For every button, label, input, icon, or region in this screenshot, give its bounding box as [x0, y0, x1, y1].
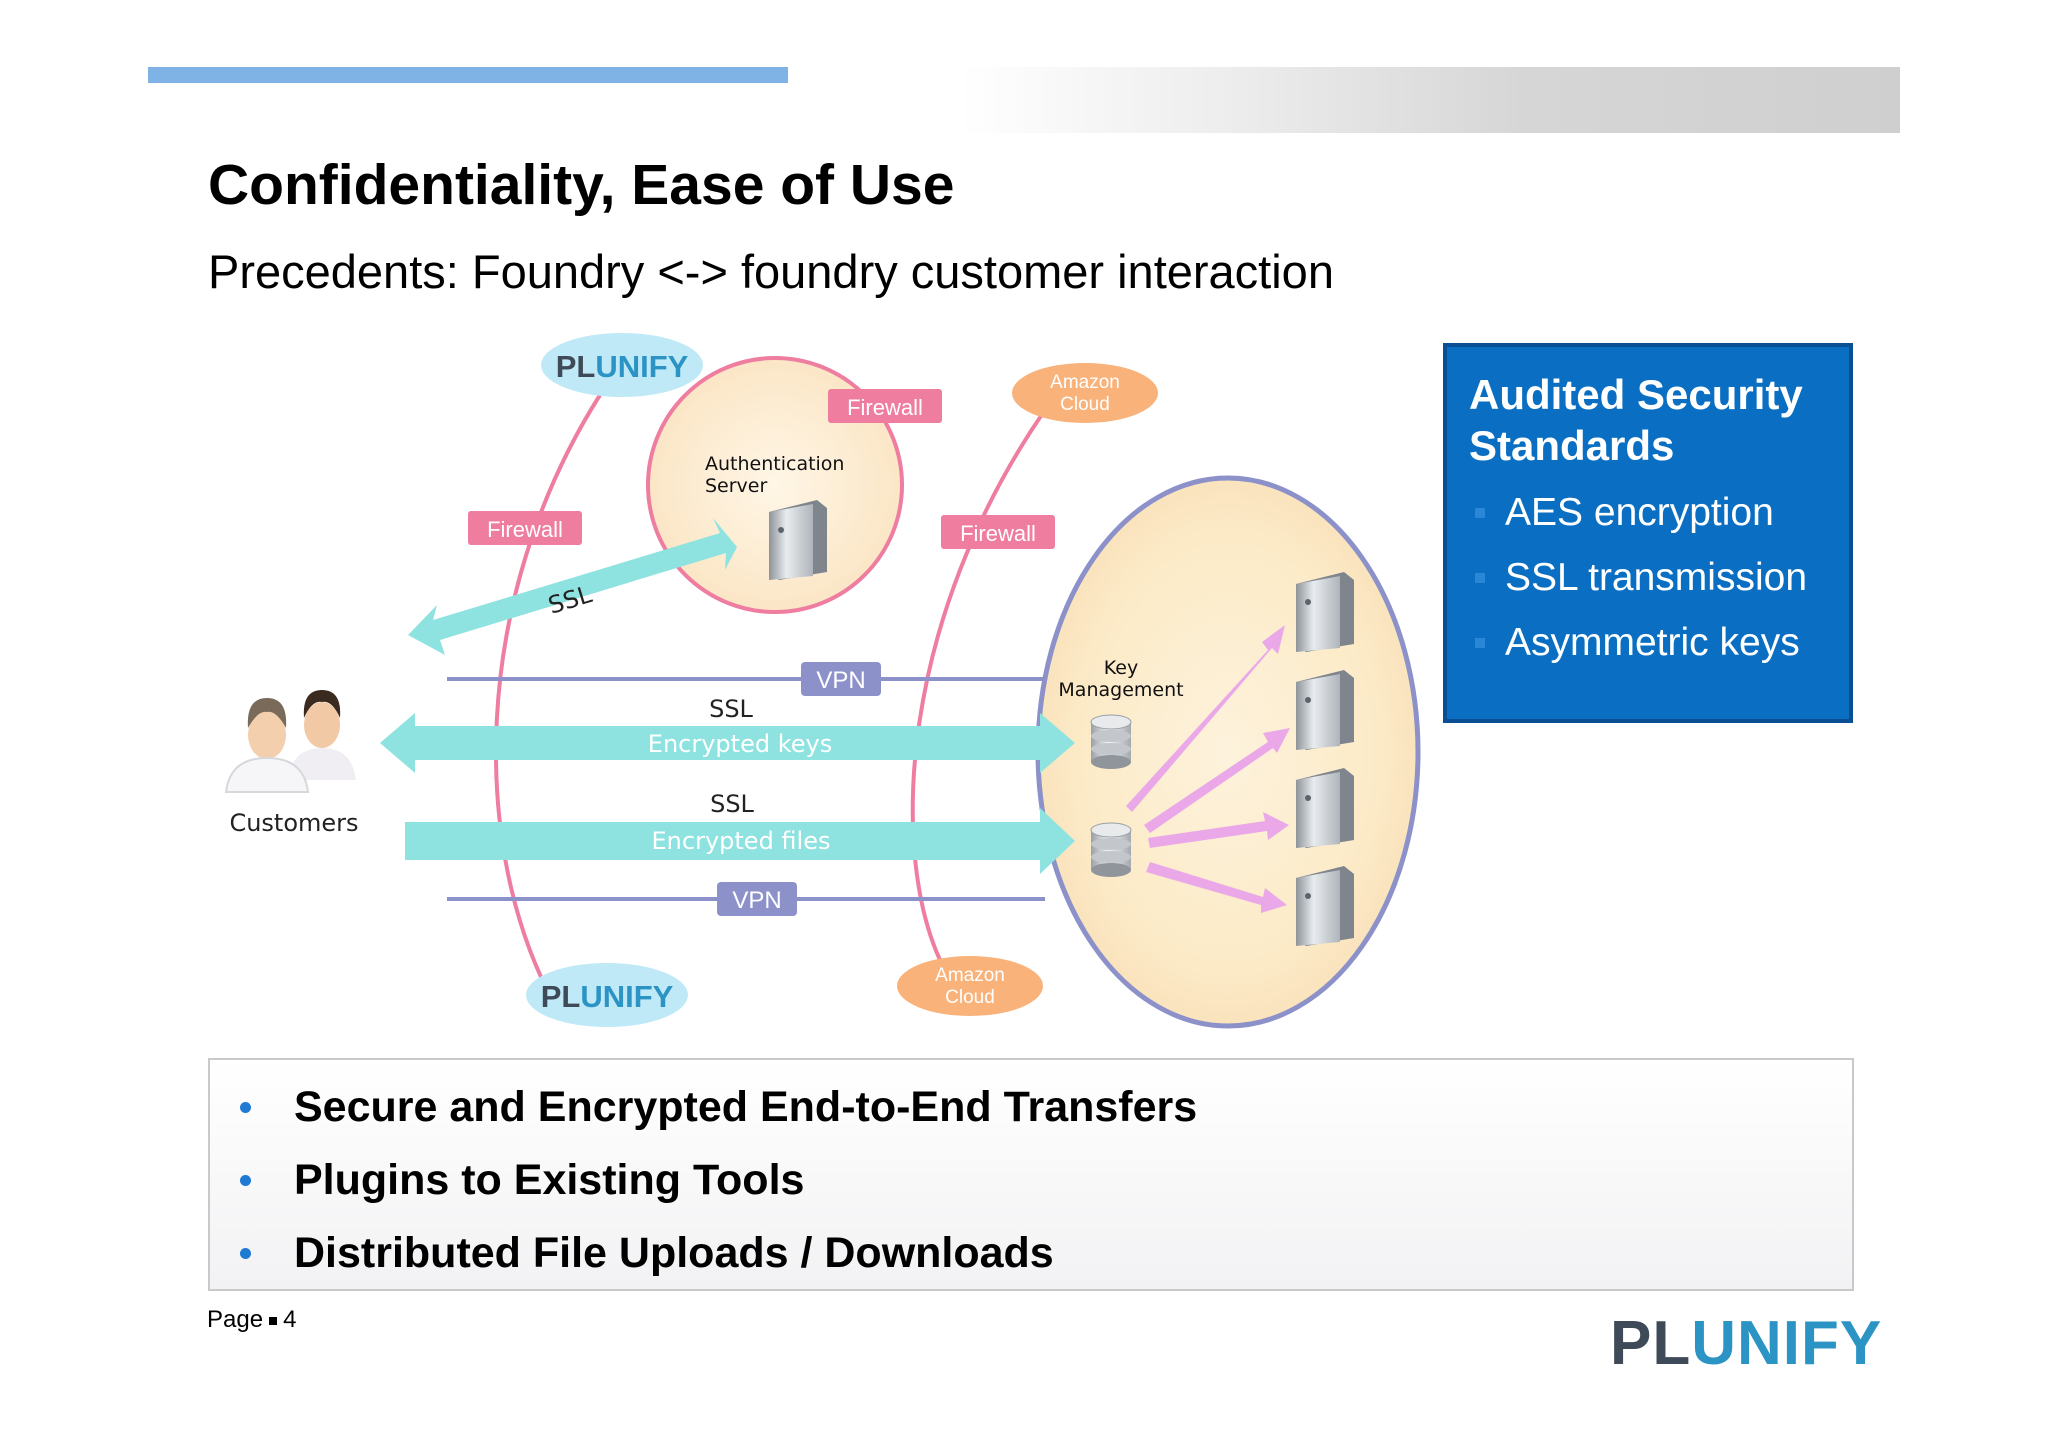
ssl-keys-label: SSL: [709, 695, 753, 723]
firewall-label-left: Firewall: [468, 511, 582, 545]
list-item: Distributed File Uploads / Downloads: [230, 1228, 1197, 1301]
svg-text:Amazon: Amazon: [1050, 372, 1120, 393]
audited-security-title: Audited Security Standards: [1469, 371, 1803, 469]
customers-icon: [224, 690, 356, 793]
encrypted-keys-arrow: [380, 713, 1075, 773]
list-item: SSL transmission: [1469, 554, 1807, 619]
feature-bullet-box: Secure and Encrypted End-to-End Transfer…: [208, 1058, 1854, 1291]
file-database-icon: [1090, 822, 1132, 877]
svg-text:Cloud: Cloud: [945, 987, 995, 1008]
list-item: Secure and Encrypted End-to-End Transfer…: [230, 1082, 1197, 1155]
square-bullet-icon: [1475, 573, 1485, 583]
svg-text:Firewall: Firewall: [847, 395, 923, 420]
key-management-label-line2: Management: [1058, 679, 1183, 701]
svg-text:VPN: VPN: [732, 887, 781, 914]
bullet-dot-icon: [240, 1102, 251, 1113]
audited-security-box: Audited Security Standards AES encryptio…: [1443, 343, 1853, 723]
amazon-cloud-bottom: Amazon Cloud: [897, 956, 1043, 1016]
vpn-label-top: VPN: [801, 662, 881, 696]
square-bullet-icon: [1475, 508, 1485, 518]
key-database-icon: [1090, 714, 1132, 769]
ssl-files-label: SSL: [710, 790, 754, 818]
firewall-label-right: Firewall: [941, 515, 1055, 549]
bullet-dot-icon: [240, 1175, 251, 1186]
list-item: AES encryption: [1469, 489, 1807, 554]
svg-text:Amazon: Amazon: [935, 965, 1005, 986]
security-standards-list: AES encryption SSL transmission Asymmetr…: [1469, 489, 1807, 684]
slide-subtitle: Precedents: Foundry <-> foundry customer…: [208, 245, 1334, 298]
svg-text:PLUNIFY: PLUNIFY: [541, 979, 674, 1014]
firewall-label-auth: Firewall: [828, 389, 942, 423]
svg-text:Firewall: Firewall: [487, 517, 563, 542]
auth-server-label-line1: Authentication: [705, 453, 844, 475]
svg-text:PLUNIFY: PLUNIFY: [556, 349, 689, 384]
list-item: Plugins to Existing Tools: [230, 1155, 1197, 1228]
svg-text:Firewall: Firewall: [960, 521, 1036, 546]
key-management-label-line1: Key: [1104, 657, 1138, 679]
auth-server-icon: [769, 500, 827, 580]
separator-icon: [269, 1316, 278, 1325]
feature-list: Secure and Encrypted End-to-End Transfer…: [230, 1082, 1197, 1301]
encrypted-files-label: Encrypted files: [652, 827, 831, 855]
auth-server-label-line2: Server: [705, 475, 767, 497]
bullet-dot-icon: [240, 1248, 251, 1259]
firewall-curve-right: [910, 408, 1047, 961]
plunify-logo-top: PLUNIFY: [541, 333, 703, 397]
firewall-curve-left: [494, 393, 602, 1006]
header-gradient-bar: [960, 67, 1900, 133]
customers-label: Customers: [229, 809, 358, 837]
slide-title: Confidentiality, Ease of Use: [208, 153, 955, 217]
distribution-arrows: [1126, 625, 1290, 913]
vpn-label-bottom: VPN: [717, 882, 797, 916]
plunify-logo-bottom: PLUNIFY: [526, 963, 688, 1027]
amazon-cloud-top: Amazon Cloud: [1012, 363, 1158, 423]
encrypted-keys-label: Encrypted keys: [648, 730, 832, 758]
encrypted-files-arrow: [405, 808, 1075, 874]
svg-text:VPN: VPN: [816, 667, 865, 694]
plunify-footer-logo: PLUNIFY: [1610, 1309, 1883, 1378]
ssl-diagonal-arrow: [408, 518, 737, 655]
svg-text:Cloud: Cloud: [1060, 394, 1110, 415]
square-bullet-icon: [1475, 638, 1485, 648]
storage-servers: [1296, 572, 1354, 946]
list-item: Asymmetric keys: [1469, 619, 1807, 684]
header-accent-bar: [148, 67, 788, 83]
